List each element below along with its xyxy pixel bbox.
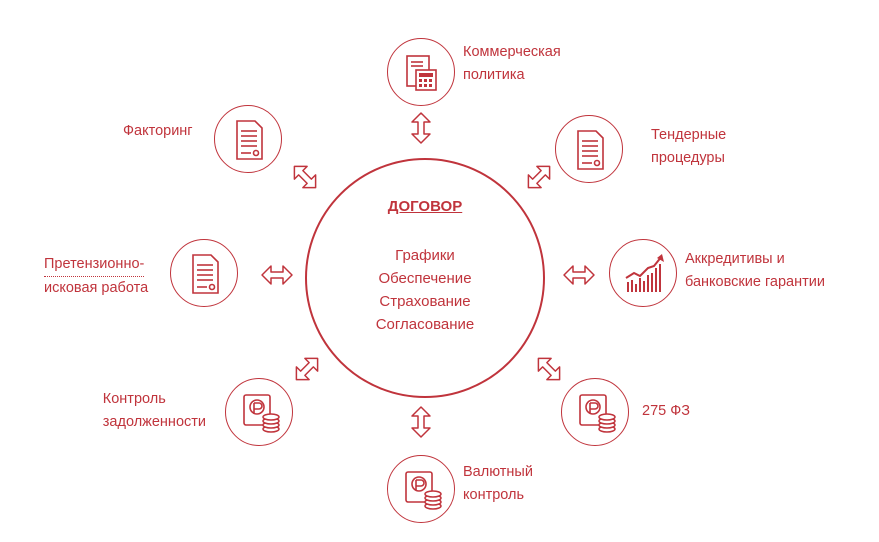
label-debt: Контроль задолженности [102,391,206,430]
money-coins-icon [405,471,442,510]
center-item-security: Обеспечение [378,270,472,287]
label-factoring: Факторинг [123,123,193,139]
center-circle [305,158,545,398]
double-arrow-left [261,265,293,285]
node-tender-circle [555,115,623,183]
center-item-approval: Согласование [375,316,475,333]
document-icon [192,254,219,294]
money-coins-icon [243,394,280,433]
node-claims-circle [170,239,238,307]
label-currency: Валютный контроль [463,464,533,503]
center-item-schedules: Графики [395,247,455,264]
node-fz275-circle [561,378,629,446]
label-letters: Аккредитивы и банковские гарантии [685,251,825,290]
label-commercial: Коммерческая политика [463,44,561,83]
double-arrow-bottom [411,406,431,438]
label-fz275: 275 ФЗ [642,403,691,419]
double-arrow-right [563,265,595,285]
label-tender: Тендерные процедуры [651,127,727,166]
node-debt-circle [225,378,293,446]
document-icon [577,130,604,170]
double-arrow-top [411,112,431,144]
double-arrow-bottom-left [295,357,319,381]
growth-chart-icon [625,254,664,292]
center-list: Графики Обеспечение Страхование Согласов… [305,244,545,336]
calculator-document-icon [406,55,437,91]
double-arrow-bottom-right [537,357,561,381]
node-commercial-circle [387,38,455,106]
center-item-insurance: Страхование [379,293,471,310]
money-coins-icon [579,394,616,433]
node-currency-circle [387,455,455,523]
center-title: ДОГОВОР [387,198,463,215]
node-factoring-circle [214,105,282,173]
label-claims: Претензионно- исковая работа [44,253,148,300]
double-arrow-top-left [293,165,317,189]
document-icon [236,120,263,160]
double-arrow-top-right [527,165,551,189]
node-letters-circle [609,239,677,307]
